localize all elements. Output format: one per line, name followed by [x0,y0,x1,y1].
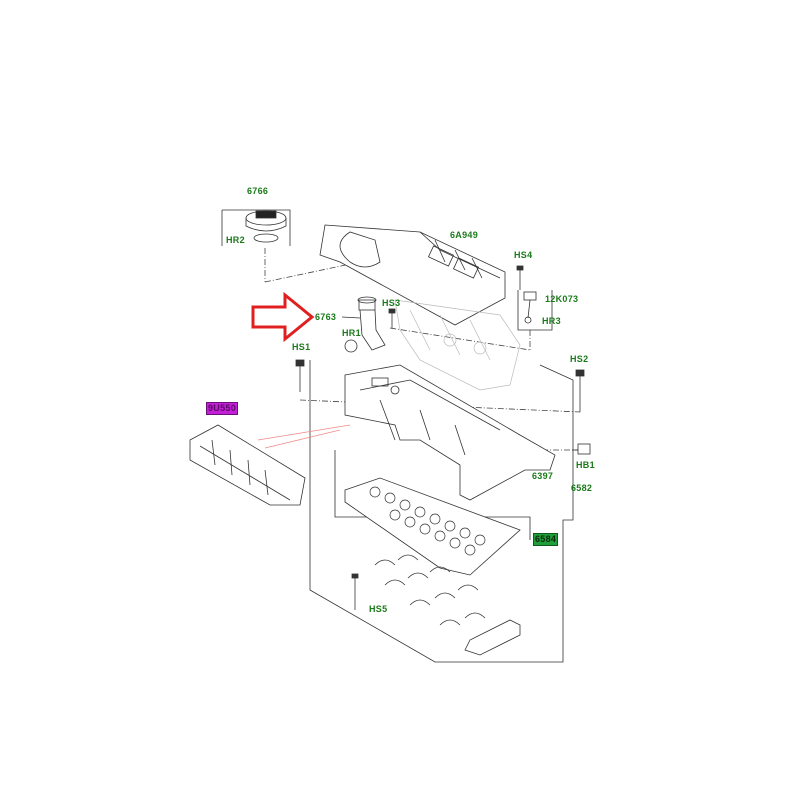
label-hs3: HS3 [382,298,401,308]
bracket-6766 [221,209,291,246]
seal-hr1-icon [344,339,358,353]
leader-6763 [341,316,361,319]
filler-tube-icon [357,296,386,351]
label-hb1: HB1 [576,460,595,470]
label-hs4: HS4 [514,250,533,260]
red-callout-arrow-icon [251,291,315,343]
cam-cover-icon [344,364,556,501]
label-6397: 6397 [532,471,554,481]
label-hs5: HS5 [369,604,388,614]
label-6763: 6763 [315,312,337,322]
oil-filler-cap-icon [245,210,287,243]
bolt-hb1-icon [572,443,591,455]
ghost-engine-silhouette-icon [394,299,521,391]
label-hs2: HS2 [570,354,589,364]
label-hr1: HR1 [342,328,361,338]
leader-cap-to-cover [264,261,361,283]
connector-line-9u550-b [264,429,341,449]
bolt-hs5-icon [351,573,359,610]
bolt-hs2-icon [575,369,585,412]
connector-line-9u550 [257,424,351,441]
label-6766: 6766 [247,186,269,196]
bearing-caps-icon [374,554,521,656]
label-6584: 6584 [533,533,559,546]
bracket-12k073 [517,290,553,331]
engine-cover-icon [319,224,506,326]
label-6a949: 6A949 [450,230,479,240]
label-hr3: HR3 [542,316,561,326]
bracket-6582 [309,360,574,663]
bolt-hs4-icon [516,265,524,290]
gasket-icon [344,477,521,576]
bolt-hs1-icon [295,359,305,392]
label-9u550: 9U550 [206,402,239,415]
bolt-hs3-icon [388,308,396,328]
label-12k073: 12K073 [545,294,579,304]
intake-manifold-icon [189,424,306,506]
camshaft-sensor-icon [523,291,537,324]
label-hs1: HS1 [292,342,311,352]
leader-hs3-sensor [389,327,531,351]
label-hr2: HR2 [226,235,245,245]
label-6582: 6582 [571,483,593,493]
